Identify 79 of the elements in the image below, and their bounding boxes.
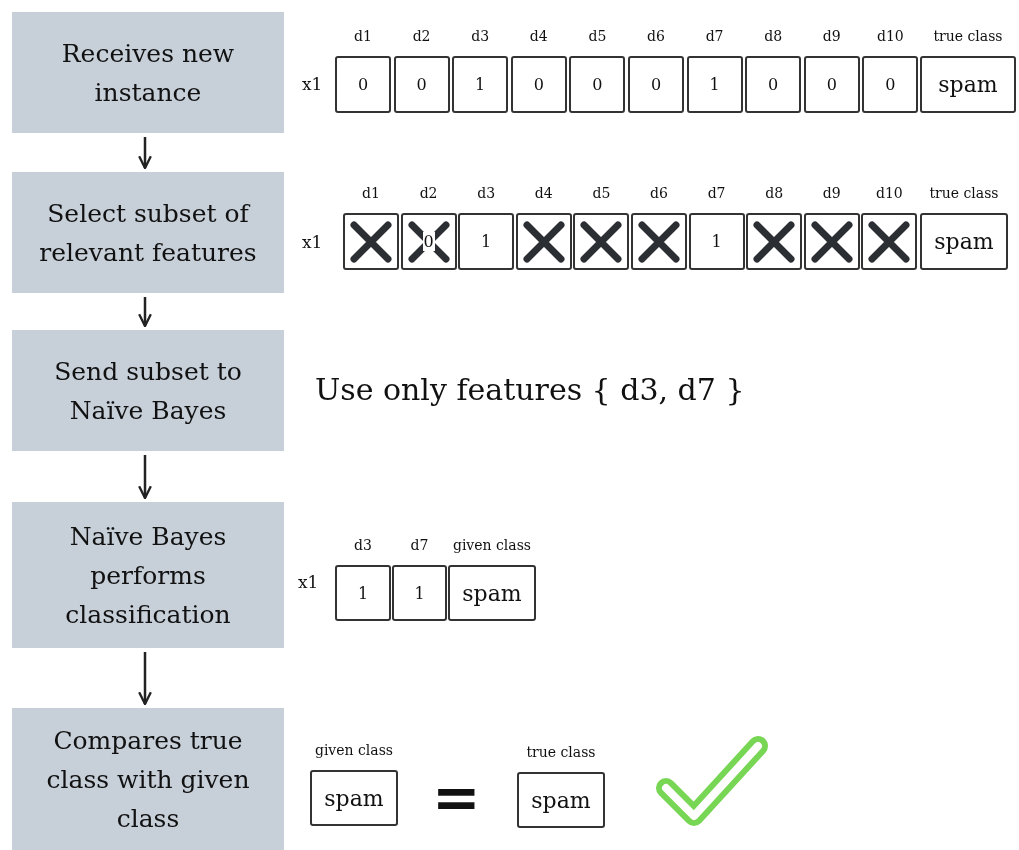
table-cell	[686, 56, 743, 113]
cell-value: spam	[531, 787, 591, 813]
cell-value: 1	[357, 583, 369, 603]
column-header: d3	[470, 28, 491, 44]
process-box	[12, 502, 284, 648]
arrow	[138, 652, 152, 706]
column-header: d2	[411, 28, 432, 44]
table-cell	[920, 213, 1008, 270]
table-cell	[517, 772, 605, 828]
cell-value: 1	[481, 232, 492, 251]
cell-value: 0	[768, 75, 779, 94]
column-header: given class	[451, 537, 533, 553]
arrow	[138, 455, 152, 500]
table-cell	[310, 770, 398, 826]
process-box	[12, 172, 284, 293]
cell-value: 0	[416, 75, 427, 94]
step-text: Send subset to Naïve Bayes	[53, 355, 243, 427]
column-header: d3	[476, 185, 497, 201]
step-text: Receives new instance	[60, 37, 236, 109]
column-header: d1	[361, 185, 381, 201]
cell-value: spam	[938, 72, 998, 97]
column-header: d7	[706, 185, 727, 201]
table-cell	[688, 213, 745, 270]
table-cell	[803, 56, 860, 113]
column-header: d8	[763, 28, 784, 44]
cell-value: spam	[324, 785, 384, 811]
step-text: Select subset of relevant features	[38, 197, 258, 269]
table-cell	[628, 56, 684, 113]
column-header: d3	[353, 537, 373, 553]
table-cell	[920, 56, 1016, 113]
column-header: d6	[646, 28, 666, 44]
table-cell	[510, 56, 567, 113]
table-cell	[448, 565, 536, 621]
column-header: true class	[932, 28, 1004, 44]
column-header: true class	[525, 744, 597, 760]
cell-value: spam	[462, 580, 522, 606]
column-header: d8	[764, 185, 785, 201]
process-box	[12, 330, 284, 451]
column-header: d4	[528, 28, 549, 44]
process-box	[12, 708, 284, 850]
arrow	[138, 297, 152, 328]
table-cell	[745, 56, 802, 113]
table-cell	[335, 565, 391, 621]
cell-value: 1	[475, 75, 486, 94]
table-cell	[862, 56, 919, 113]
cell-value: 0	[826, 75, 837, 94]
step-text: Compares true class with given class	[45, 724, 251, 835]
table-cell	[458, 213, 515, 270]
cell-value: 0	[885, 75, 896, 94]
column-header: true class	[928, 185, 1000, 201]
column-header: d2	[418, 185, 439, 201]
column-header: d5	[591, 185, 612, 201]
cell-value: 1	[709, 75, 720, 94]
table-cell	[569, 56, 626, 113]
equals-sign: =	[432, 768, 481, 826]
step-text: Naïve Bayes performs classification	[64, 520, 232, 631]
arrow	[138, 137, 152, 170]
cell-value: 1	[414, 583, 425, 603]
row-label: x1	[302, 232, 323, 252]
table-cell	[452, 56, 509, 113]
column-header: d1	[353, 28, 373, 44]
process-box	[12, 12, 284, 133]
column-header: given class	[313, 742, 395, 758]
row-label: x1	[302, 74, 323, 94]
column-header: d6	[649, 185, 669, 201]
cell-value: spam	[934, 229, 994, 254]
column-header: d7	[704, 28, 725, 44]
cell-value: 0	[357, 75, 369, 94]
cell-value: 0	[533, 75, 544, 94]
column-header: d4	[533, 185, 554, 201]
table-cell	[392, 565, 447, 621]
table-cell	[393, 56, 450, 113]
row-label: x1	[298, 572, 319, 592]
cell-value: 0	[650, 75, 662, 94]
column-header: d5	[587, 28, 608, 44]
note-text: Use only features { d3, d7 }	[315, 372, 745, 407]
table-cell	[335, 56, 391, 113]
cell-value: 1	[711, 232, 722, 251]
cell-value: 0	[592, 75, 603, 94]
